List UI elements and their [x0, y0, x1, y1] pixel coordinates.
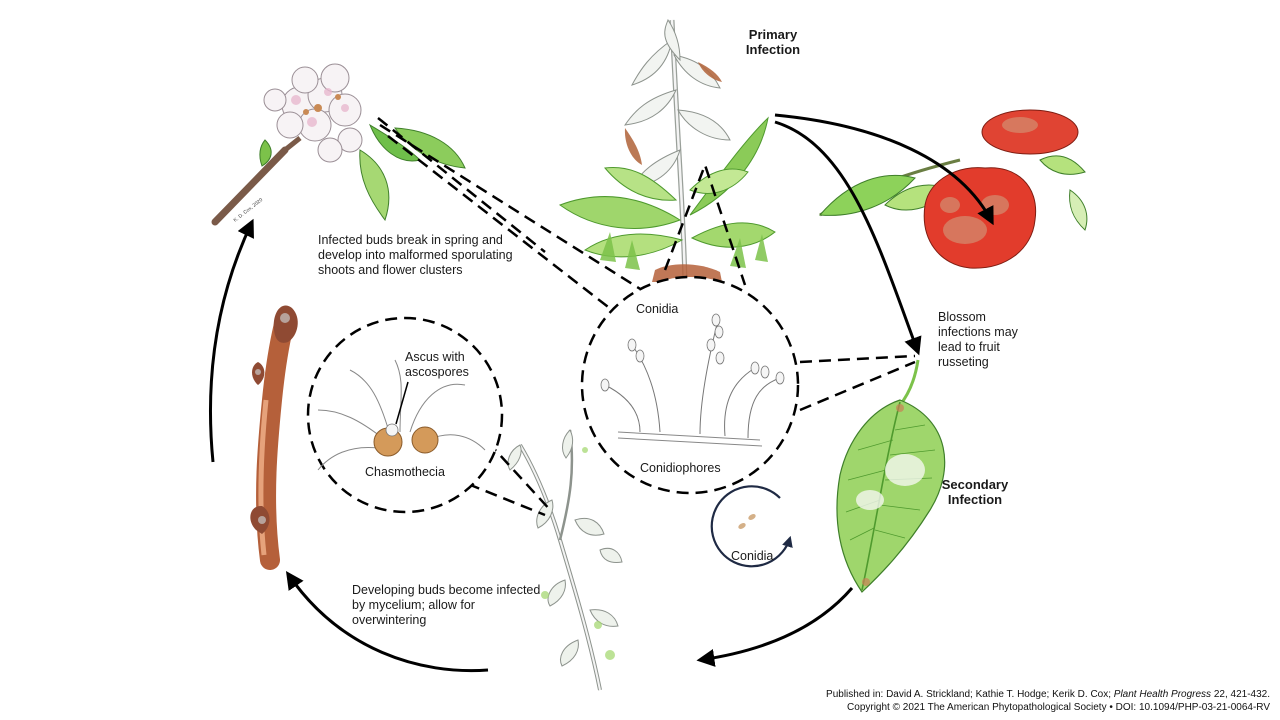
blossom-infections-caption: Blossom infections may lead to fruit rus…	[938, 310, 1018, 369]
citation-line-2: Copyright © 2021 The American Phytopatho…	[847, 702, 1270, 713]
conidiophores-label: Conidiophores	[640, 461, 721, 475]
secondary-infection-leaf-illustration	[836, 359, 946, 593]
russeted-fruit-illustration	[818, 109, 1088, 269]
infected-shoot-illustration	[507, 429, 623, 691]
secondary-infection-label: Secondary Infection	[941, 477, 1009, 507]
infected-buds-caption: Infected buds break in spring and develo…	[318, 233, 513, 277]
connector-lines	[377, 117, 916, 517]
conidia-label: Conidia	[636, 302, 679, 316]
conidia-cycle-circle	[710, 485, 793, 568]
citation-suffix: 22, 421-432.	[1211, 689, 1270, 700]
chasmothecia-detail-circle	[306, 316, 504, 514]
chasmothecia-label: Chasmothecia	[365, 465, 445, 479]
conidiophore-detail-circle	[580, 275, 800, 495]
citation-line-1: Published in: David A. Strickland; Kathi…	[826, 688, 1270, 701]
citation-journal: Plant Health Progress	[1113, 689, 1212, 700]
primary-infection-label: Primary Infection	[745, 27, 801, 57]
infected-flower-cluster-illustration: K. D. Cox, 2020	[211, 63, 466, 226]
primary-infection-shoot-illustration	[558, 18, 776, 286]
developing-buds-caption: Developing buds become infected by mycel…	[352, 583, 541, 627]
citation-prefix: Published in: David A. Strickland; Kathi…	[826, 689, 1114, 700]
ascus-label: Ascus with ascospores	[405, 350, 469, 379]
conidia-cycle-label: Conidia	[731, 549, 774, 563]
citation: Published in: David A. Strickland; Kathi…	[826, 688, 1270, 714]
life-cycle-arrows	[208, 113, 994, 673]
dormant-bud-illustration	[250, 305, 298, 570]
